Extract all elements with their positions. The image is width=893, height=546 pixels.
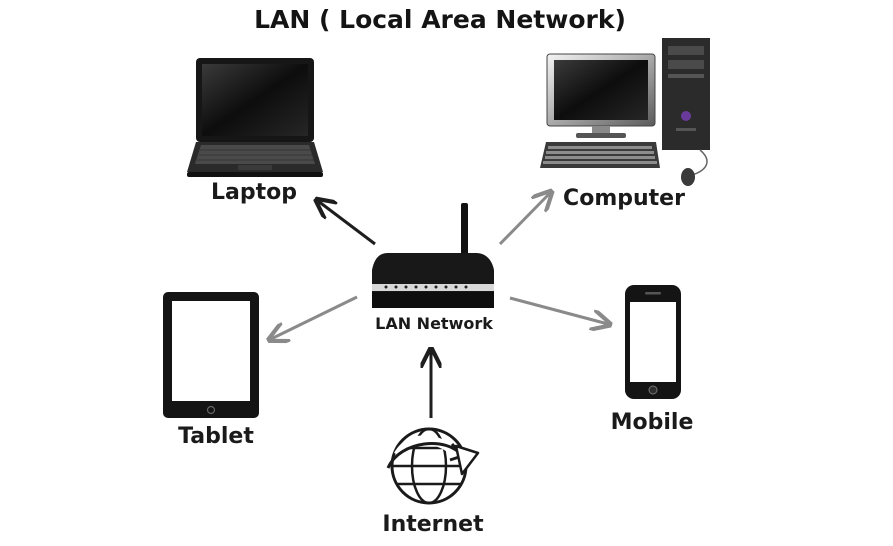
tablet-icon bbox=[163, 292, 259, 418]
internet-label: Internet bbox=[382, 512, 484, 537]
router-icon bbox=[372, 203, 494, 308]
laptop-label: Laptop bbox=[211, 180, 297, 205]
tablet-label: Tablet bbox=[178, 424, 254, 449]
globe-icon bbox=[386, 427, 480, 505]
computer-label: Computer bbox=[563, 186, 685, 211]
router-label: LAN Network bbox=[375, 314, 493, 333]
desktop-computer-icon bbox=[540, 38, 710, 186]
mobile-label: Mobile bbox=[610, 410, 694, 435]
laptop-icon bbox=[187, 58, 323, 177]
arrow-router-to-tablet bbox=[271, 295, 358, 339]
mobile-phone-icon bbox=[625, 285, 681, 399]
arrow-router-to-computer bbox=[498, 193, 550, 246]
arrow-router-to-laptop bbox=[318, 201, 376, 246]
arrow-router-to-mobile bbox=[509, 296, 608, 324]
diagram-title: LAN ( Local Area Network) bbox=[254, 5, 626, 34]
